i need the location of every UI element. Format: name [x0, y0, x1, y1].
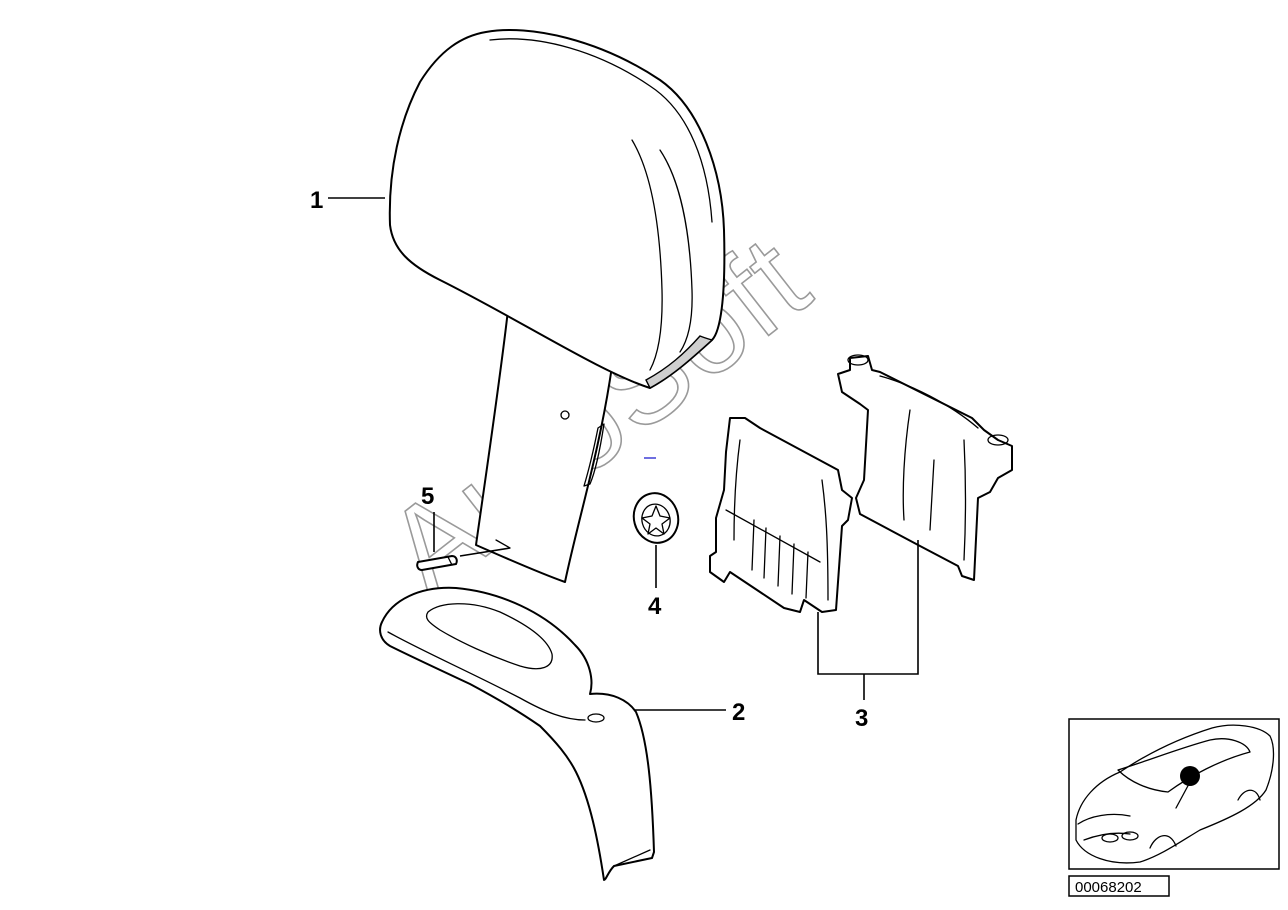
part-guide-sleeve-rear — [837, 354, 1013, 581]
location-pointer — [1175, 781, 1191, 809]
diagram-code: 00068202 — [1075, 879, 1142, 896]
inset-car-roof — [1117, 738, 1251, 793]
guide-sleeve-rear-top-rail — [879, 375, 979, 429]
part-pin — [416, 555, 458, 571]
inset-car-wheel-front — [1149, 835, 1177, 849]
headrest-seam-top — [489, 38, 713, 223]
guide-sleeve-front-edge — [725, 509, 821, 563]
trim-cover-ridge — [387, 631, 586, 721]
stem-hole — [560, 410, 570, 420]
guide-sleeve-front-body — [709, 417, 853, 613]
guide-sleeve-rear-rib-2 — [929, 459, 935, 531]
callout-1: 1 — [310, 187, 323, 214]
guide-sleeve-front-rib-6 — [805, 551, 809, 599]
part-trim-cover — [379, 586, 655, 881]
part-guide-sleeve-front — [709, 417, 853, 613]
inset-car-wheel-rear — [1237, 789, 1261, 801]
leader-5 — [433, 512, 511, 557]
pin-body — [416, 555, 458, 571]
guide-sleeve-rear-post-2 — [987, 434, 1009, 446]
inset-car-grille-2 — [1121, 831, 1139, 841]
callout-5: 5 — [421, 483, 434, 510]
guide-sleeve-front-rib-5 — [791, 543, 795, 595]
headrest-seam-side — [659, 149, 693, 353]
leader-lines — [328, 197, 919, 711]
stem-slot — [583, 423, 605, 487]
trim-cover-recess — [425, 603, 553, 670]
pin-end — [447, 556, 453, 566]
grommet-star — [641, 505, 671, 535]
part-headrest — [388, 29, 726, 583]
diagram-code-box: 00068202 — [1068, 875, 1170, 897]
stem-notch — [495, 539, 511, 549]
guide-sleeve-front-rib-1 — [733, 439, 741, 541]
guide-sleeve-front-rib-4 — [777, 535, 781, 587]
grommet-inner — [641, 503, 671, 537]
callout-4: 4 — [648, 593, 662, 620]
leader-3-bracket — [817, 540, 919, 675]
diagram-code-frame — [1068, 875, 1170, 897]
guide-sleeve-front-rib-2 — [751, 519, 755, 571]
guide-sleeve-front-rib-3 — [763, 527, 767, 579]
location-highlight — [1180, 766, 1200, 786]
trim-cover-body — [379, 586, 655, 881]
guide-sleeve-front-channel — [821, 479, 829, 601]
trim-cover-hole — [587, 713, 605, 723]
car-location-inset — [1068, 718, 1280, 870]
grommet-outer — [632, 492, 680, 544]
trim-cover-tip — [613, 849, 651, 867]
guide-sleeve-rear-post-1 — [847, 354, 869, 366]
part-grommet — [632, 492, 680, 544]
guide-sleeve-rear-body — [837, 355, 1013, 581]
callout-3: 3 — [855, 705, 868, 732]
headrest-seam-front — [631, 139, 663, 371]
guide-sleeve-rear-channel — [963, 439, 967, 561]
headrest-bottom-band — [645, 335, 714, 389]
inset-car-grille-1 — [1101, 833, 1119, 843]
callout-2: 2 — [732, 699, 745, 726]
guide-sleeve-rear-rib-1 — [902, 409, 911, 521]
inset-frame — [1068, 718, 1280, 870]
headrest-cushion — [388, 29, 726, 389]
